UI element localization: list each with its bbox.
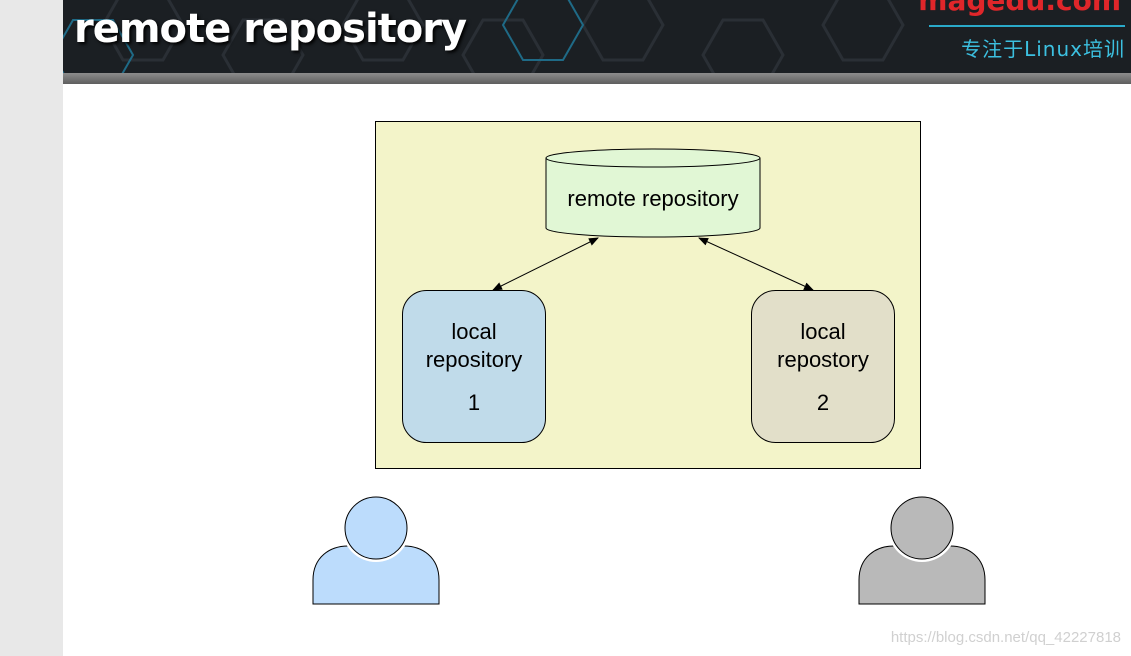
- sync-arrow-2: [698, 237, 814, 291]
- user-1-icon: [312, 494, 440, 605]
- slide-header: remote repository magedu.com 专注于Linux培训: [63, 0, 1131, 73]
- header-strip: [63, 73, 1131, 84]
- local-repository-2-label: local repostory 2: [751, 318, 895, 417]
- local-repository-1-box: [402, 290, 546, 443]
- local-1-number: 1: [467, 390, 481, 415]
- local-repository-1-label: local repository 1: [402, 318, 546, 417]
- remote-repository-label: remote repository: [567, 186, 739, 211]
- slide-title: remote repository: [74, 6, 467, 52]
- local-2-line-1: local: [800, 319, 846, 344]
- sync-arrow-1: [492, 237, 599, 291]
- hexagon-pattern: [63, 0, 905, 73]
- local-repository-2-box: [751, 290, 895, 443]
- brand-name: magedu.com: [918, 0, 1121, 17]
- slide: remote repository magedu.com 专注于Linux培训: [63, 0, 1131, 656]
- local-2-number: 2: [816, 390, 830, 415]
- brand-divider: [929, 25, 1125, 27]
- local-1-line-2: repository: [425, 347, 523, 372]
- local-2-line-2: repostory: [777, 347, 869, 372]
- brand-tagline: 专注于Linux培训: [961, 37, 1125, 61]
- watermark-text: https://blog.csdn.net/qq_42227818: [890, 629, 1121, 646]
- remote-repository-cylinder: [545, 148, 761, 238]
- local-1-line-1: local: [451, 319, 497, 344]
- user-2-icon: [858, 494, 986, 605]
